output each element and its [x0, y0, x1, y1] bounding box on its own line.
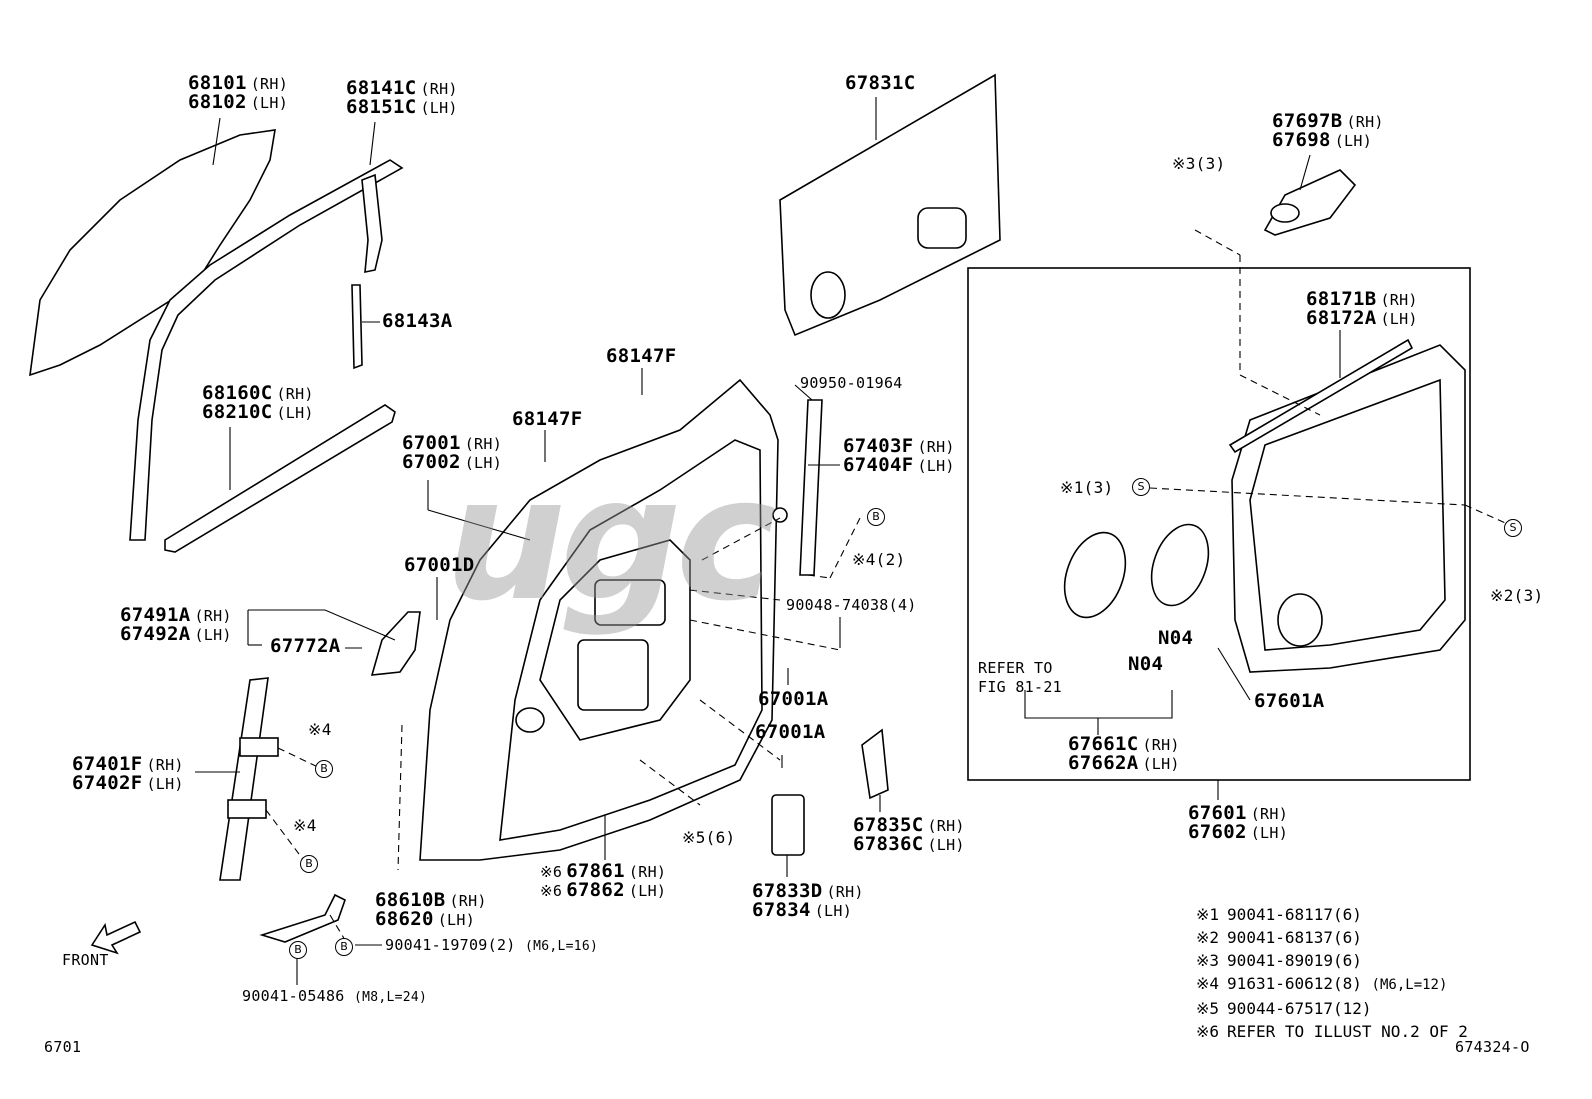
circle-b-5: B — [289, 941, 307, 959]
door-hinge-plate — [219, 677, 279, 881]
label-67403F[interactable]: 67403F(RH) 67404F(LH) — [843, 435, 955, 476]
leader-lines — [195, 97, 1341, 985]
trim-box — [967, 267, 1471, 781]
mark-1: ※1(3) — [1060, 478, 1114, 497]
inner-weatherstrip — [1228, 338, 1414, 454]
circle-b-2: B — [315, 760, 333, 778]
label-n04-1[interactable]: N04 — [1158, 627, 1194, 649]
label-90041-05486[interactable]: 90041-05486 (M8,L=24) — [242, 987, 428, 1005]
speaker — [1150, 523, 1210, 607]
window-regulator — [799, 399, 823, 576]
circle-b-4: B — [335, 938, 353, 956]
label-67601[interactable]: 67601(RH) 67602(LH) — [1188, 802, 1289, 843]
label-90950-01964[interactable]: 90950-01964 — [800, 374, 903, 392]
mark-2: ※2(3) — [1490, 586, 1544, 605]
label-67833D[interactable]: 67833D(RH) 67834(LH) — [752, 880, 864, 921]
label-67772A[interactable]: 67772A — [270, 635, 341, 657]
label-68160C[interactable]: 68160C(RH) 68210C(LH) — [202, 382, 314, 423]
label-67001A-2[interactable]: 67001A — [755, 721, 826, 743]
label-67491A[interactable]: 67491A(RH) 67492A(LH) — [120, 604, 232, 645]
label-68143A[interactable]: 68143A — [382, 310, 453, 332]
label-68147F-top[interactable]: 68147F — [606, 345, 677, 367]
door-glass — [29, 129, 276, 377]
label-n04-2[interactable]: N04 — [1128, 653, 1164, 675]
label-67001D[interactable]: 67001D — [404, 554, 475, 576]
label-67601A[interactable]: 67601A — [1254, 690, 1325, 712]
label-67001[interactable]: 67001(RH) 67002(LH) — [402, 432, 503, 473]
dashed-lines — [265, 229, 1511, 941]
figure-number: 6701 — [44, 1038, 82, 1056]
silencer-pad — [779, 73, 1001, 337]
front-arrow-icon — [90, 920, 142, 955]
door-shell — [419, 378, 779, 861]
mark-4-upper: ※4 — [308, 720, 332, 739]
label-68610B[interactable]: 68610B(RH) 68620(LH) — [375, 889, 487, 930]
mark-5: ※5(6) — [682, 828, 736, 847]
belt-moulding — [164, 404, 396, 553]
door-trim — [1231, 344, 1466, 673]
circle-s-1: S — [1132, 478, 1150, 496]
illustration-number: 674324-O — [1455, 1038, 1530, 1056]
silencer-hole — [810, 271, 846, 319]
label-68147F[interactable]: 68147F — [512, 408, 583, 430]
grommet — [772, 507, 788, 523]
label-67661C[interactable]: 67661C(RH) 67662A(LH) — [1068, 733, 1180, 774]
mark-4-lower: ※4 — [293, 816, 317, 835]
division-bar — [351, 284, 363, 370]
watermark: ugc — [445, 441, 776, 639]
circle-s-2: S — [1504, 519, 1522, 537]
label-67831C[interactable]: 67831C — [845, 72, 916, 94]
corner-cover — [370, 611, 421, 676]
circle-b-1: B — [867, 508, 885, 526]
glass-run — [129, 159, 404, 541]
refer-note[interactable]: REFER TO FIG 81-21 — [978, 659, 1062, 696]
label-68101[interactable]: 68101(RH) 68102(LH) — [188, 72, 289, 113]
label-67697B[interactable]: 67697B(RH) 67698(LH) — [1272, 110, 1384, 151]
lamp-housing — [771, 794, 805, 856]
circle-b-3: B — [300, 855, 318, 873]
label-68171B[interactable]: 68171B(RH) 68172A(LH) — [1306, 288, 1418, 329]
door-check — [259, 893, 346, 943]
label-68141C[interactable]: 68141C(RH) 68151C(LH) — [346, 77, 458, 118]
label-90048-74038[interactable]: 90048-74038(4) — [786, 596, 917, 614]
silencer-window — [917, 207, 967, 249]
label-90041-19709[interactable]: 90041-19709(2) (M6,L=16) — [385, 936, 599, 954]
switch-base — [1263, 169, 1357, 236]
mark-4-qty: ※4(2) — [852, 550, 906, 569]
speaker-gasket — [1063, 531, 1127, 619]
label-67401F[interactable]: 67401F(RH) 67402F(LH) — [72, 753, 184, 794]
bracket — [861, 728, 889, 800]
mark-3: ※3(3) — [1172, 154, 1226, 173]
label-67835C[interactable]: 67835C(RH) 67836C(LH) — [853, 814, 965, 855]
front-label: FRONT — [62, 951, 109, 969]
label-67001A-1[interactable]: 67001A — [758, 688, 829, 710]
